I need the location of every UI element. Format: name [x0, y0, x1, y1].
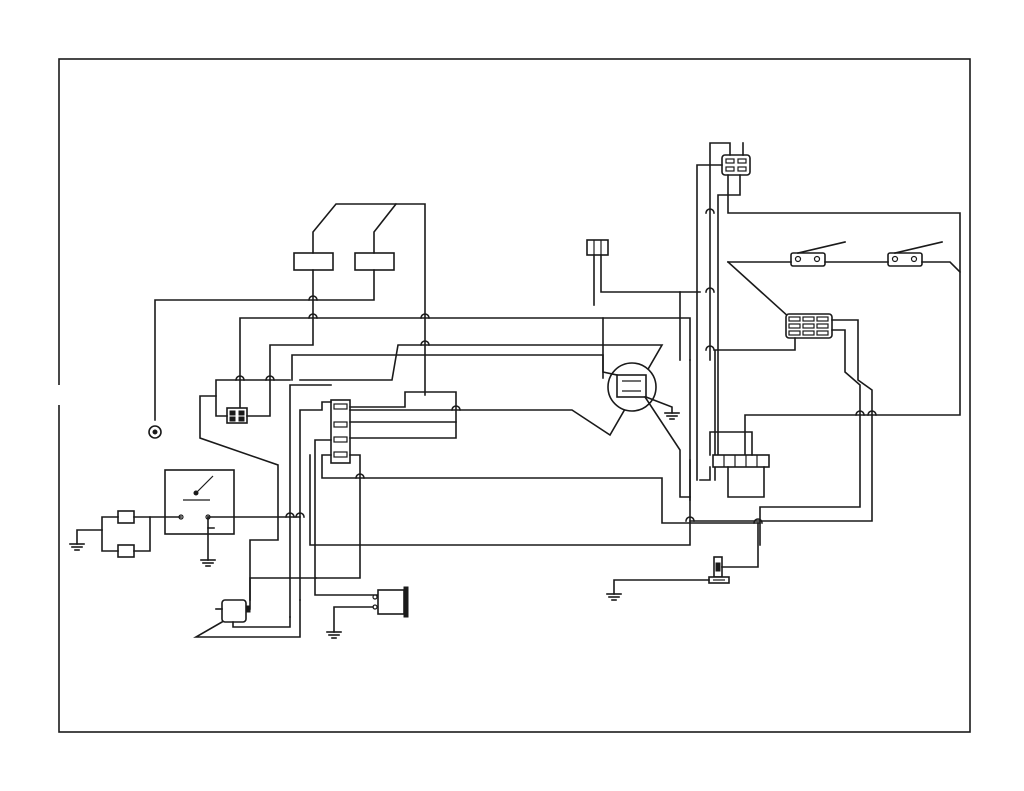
ground-switch [200, 559, 216, 567]
ground-left [69, 543, 85, 551]
terminal-block [330, 399, 351, 464]
ground-regulator [664, 412, 680, 420]
ground-bottom-center [326, 631, 342, 639]
starter-solenoid [193, 577, 317, 638]
ignition-switch-panel [164, 469, 235, 561]
relay-box-right [354, 252, 395, 271]
diode-connector [226, 407, 248, 424]
ground-bottom-right [606, 593, 622, 601]
plunger-switch-1 [790, 241, 846, 267]
connector-top-right [696, 142, 961, 481]
terminal-wiring [289, 344, 761, 618]
diagram-frame [56, 58, 971, 733]
relay-wiring [154, 202, 691, 421]
regulator-circle [602, 317, 691, 498]
fuse-wiring [76, 516, 301, 552]
hour-meter [333, 586, 409, 633]
fuse-lower [117, 544, 135, 558]
connector-six-pin [689, 313, 873, 546]
plunger-switch-2 [887, 241, 943, 267]
wire-crossovers [235, 208, 877, 524]
ring-terminal [148, 425, 162, 439]
connector-five-pin [679, 291, 770, 501]
relay-box-left [293, 252, 334, 271]
fuse-upper [117, 510, 135, 524]
seat-switch [613, 522, 759, 595]
plunger-wiring [726, 260, 962, 320]
three-pin-connector-top [586, 239, 701, 306]
diode-wiring [199, 379, 291, 601]
